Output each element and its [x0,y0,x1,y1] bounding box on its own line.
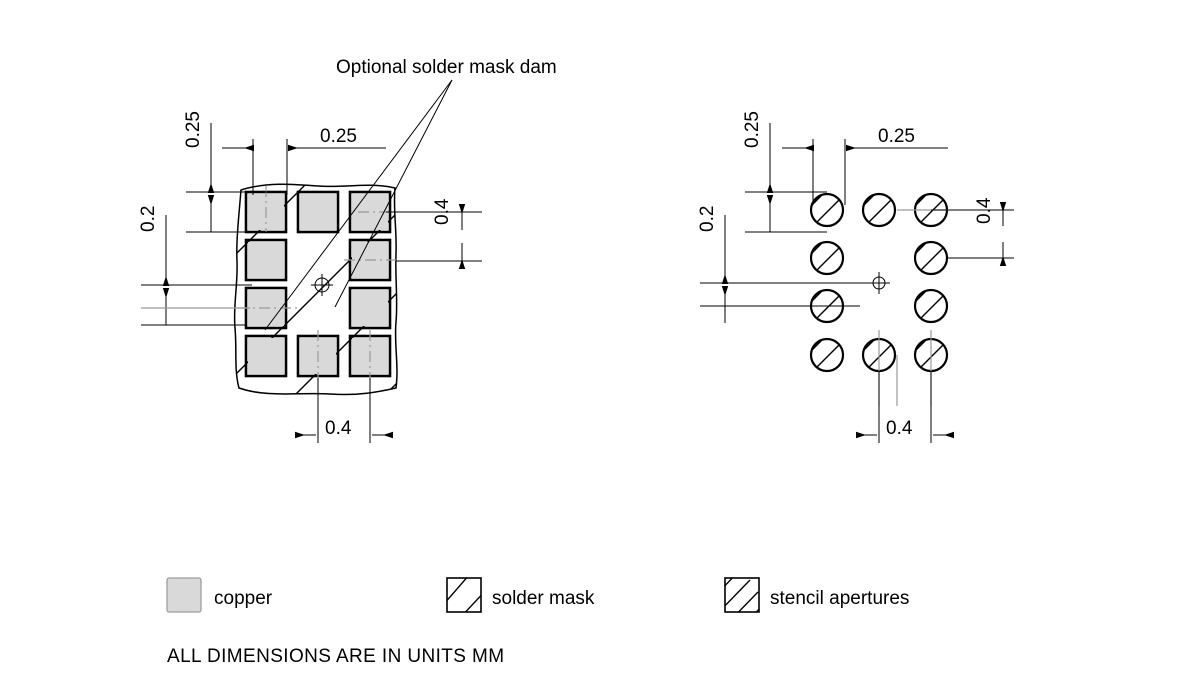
left-dim-label-02-vertical: 0.2 [138,206,159,232]
left-dim-label-04-horizontal: 0.4 [325,418,352,439]
left-dim-label-025-horizontal: 0.25 [320,126,357,147]
stencil-aperture [913,288,949,324]
stencil-aperture [913,240,949,276]
stencil-aperture [861,192,897,228]
right-dim-0.25-horizontal [782,139,948,205]
right-view-group: 0.25 0.2 0.25 [697,111,1014,443]
copper-swatch-icon [166,577,202,613]
solder-mask-hatching [234,184,397,395]
left-dim-0.4-pitch-horizontal [295,378,393,443]
stencil-aperture [861,337,897,373]
legend-label-stencil-apertures: stencil apertures [770,588,909,609]
solder-mask-dam-leader [264,79,453,331]
copper-pad [348,286,392,330]
solder-mask-dam-note: Optional solder mask dam [336,57,557,78]
legend-item-solder-mask: solder mask [446,577,595,613]
right-pad-centerlines [878,209,948,406]
left-dim-0.2-vertical [141,215,252,326]
legend-label-solder-mask: solder mask [492,588,595,609]
left-dim-0.4-pitch-vertical [386,204,482,269]
right-dim-label-02-vertical: 0.2 [697,206,718,232]
right-dim-label-04-vertical: 0.4 [974,197,995,224]
solder-mask-swatch-hatching [447,578,481,612]
right-dim-label-025-vertical: 0.25 [742,111,763,148]
left-dim-label-025-vertical: 0.25 [183,111,204,148]
stencil-aperture [809,337,845,373]
legend-item-stencil-apertures: stencil apertures [724,577,909,613]
stencil-aperture [913,337,949,373]
copper-pad-array [244,190,392,378]
legend-item-copper: copper [166,577,273,613]
stencil-aperture [913,192,949,228]
stencil-aperture [809,192,845,228]
datum-center-mark [311,274,333,296]
stencil-swatch-hatching [725,578,759,612]
right-dim-label-025-horizontal: 0.25 [878,126,915,147]
copper-pad [296,190,340,234]
stencil-aperture-array [809,192,949,373]
legend-label-copper: copper [214,588,273,609]
left-dim-0.25-vertical [186,123,286,233]
stencil-apertures-swatch-icon [724,577,760,613]
right-dim-label-04-horizontal: 0.4 [886,418,913,439]
right-dim-0.4-pitch-horizontal [856,371,954,443]
left-view-group: Optional solder mask dam 0.25 0.2 [138,57,557,443]
right-dim-0.2-vertical [700,215,872,323]
legend: copper solder mask sten [166,577,909,667]
copper-pad [244,334,288,378]
solder-mask-dam-outline [233,183,398,396]
left-dim-0.25-horizontal [222,139,386,195]
right-dim-0.4-pitch-vertical [931,202,1014,266]
left-dim-label-04-vertical: 0.4 [432,198,453,225]
units-note: ALL DIMENSIONS ARE IN UNITS MM [167,646,505,667]
stencil-aperture [809,240,845,276]
copper-pad [244,238,288,282]
